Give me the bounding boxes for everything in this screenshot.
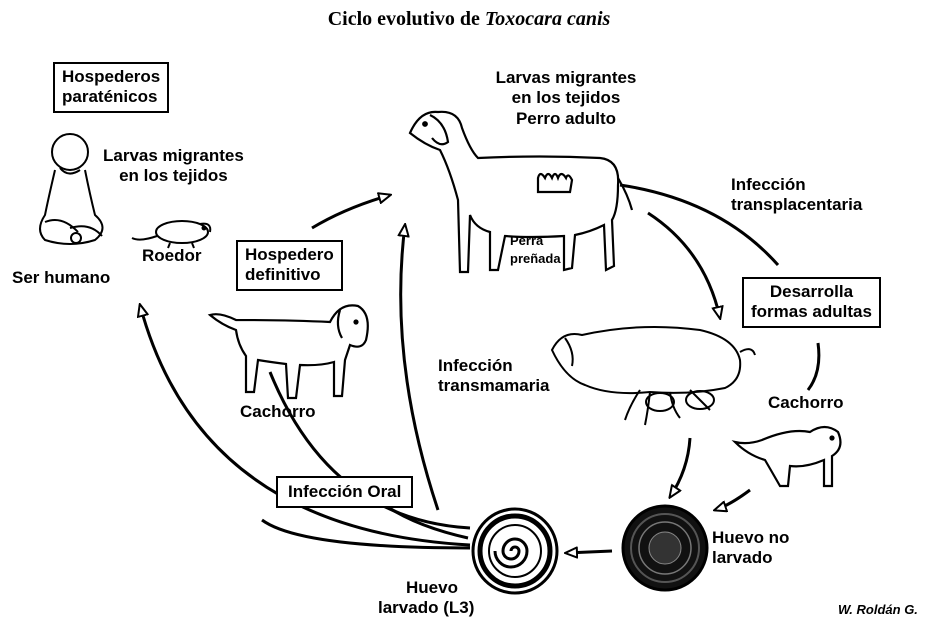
paratenic-hosts-line-1: Hospederos — [62, 67, 161, 86]
transmammary-line-1: Infección — [438, 356, 513, 375]
diagram-title: Ciclo evolutivo de Toxocara canis — [0, 8, 938, 31]
larvae-migrating-human-label: Larvas migrantes en los tejidos — [103, 146, 244, 187]
arrow-to-definitive-host — [311, 195, 390, 230]
title-prefix: Ciclo evolutivo de — [327, 8, 485, 30]
author-credit: W. Roldán G. — [838, 602, 918, 617]
adult-dog-icon — [408, 110, 634, 274]
larvae-human-line-2: en los tejidos — [119, 166, 228, 186]
develops-adults-line-1: Desarrolla — [769, 282, 854, 301]
paratenic-hosts-box: Hospederos paraténicos — [53, 62, 170, 113]
egg-larvated-icon — [471, 507, 559, 595]
larvae-dog-line-2: en los tejidos — [511, 88, 621, 108]
arrow-egg-to-egg — [566, 551, 613, 553]
puppy-left-label: Cachorro — [240, 402, 316, 421]
arrow-egg-to-dog — [401, 225, 440, 511]
transplacental-label: Infección transplacentaria — [731, 175, 862, 216]
develops-adults-box: Desarrolla formas adultas — [742, 277, 881, 328]
larvae-migrating-dog-label: Larvas migrantes en los tejidos Perro ad… — [478, 68, 654, 129]
arrow-transplacental — [619, 183, 780, 266]
egg-larvated-line-1: Huevo — [406, 578, 458, 597]
transplacental-line-1: Infección — [731, 175, 806, 194]
puppy-right-label: Cachorro — [768, 393, 844, 412]
puppy-right-icon — [731, 425, 842, 488]
title-species: Toxocara canis — [484, 8, 611, 30]
rodent-label: Roedor — [142, 246, 202, 265]
arrow-egg-to-human — [140, 305, 471, 547]
pregnant-dog-line-2: preñada — [510, 250, 561, 266]
human-child-icon — [39, 133, 104, 245]
arrow-puppy-to-egg — [715, 488, 751, 510]
egg-unlarvated-line-2: larvado — [712, 548, 773, 568]
egg-unlarvated-label: Huevo no larvado — [712, 528, 789, 569]
pregnant-dog-label: Perra preñada — [510, 232, 561, 267]
definitive-host-line-2: definitivo — [245, 265, 321, 285]
arrow-puppies-to-egg — [670, 437, 692, 497]
nursing-dog-icon — [550, 325, 756, 426]
egg-unlarvated-line-1: Huevo no — [712, 528, 790, 547]
oral-infection-text: Infección Oral — [288, 482, 402, 501]
larvae-dog-line-3: Perro adulto — [515, 108, 617, 128]
oral-infection-box: Infección Oral — [276, 476, 414, 509]
definitive-host-box: Hospedero definitivo — [236, 240, 343, 291]
develops-adults-line-2: formas adultas — [751, 302, 872, 322]
egg-larvated-line-2: larvado (L3) — [378, 598, 475, 618]
egg-unlarvated-icon — [621, 504, 709, 592]
paratenic-hosts-line-2: paraténicos — [62, 87, 158, 107]
pregnant-dog-line-1: Perra — [510, 233, 544, 248]
larvae-dog-line-1: Larvas migrantes — [495, 68, 637, 87]
larvae-human-line-1: Larvas migrantes — [103, 146, 244, 165]
transplacental-line-2: transplacentaria — [731, 195, 863, 215]
transmammary-line-2: transmamaria — [438, 376, 550, 396]
definitive-host-line-1: Hospedero — [245, 245, 334, 264]
transmammary-label: Infección transmamaria — [438, 356, 550, 397]
puppy-left-icon — [207, 304, 369, 400]
arrow-oral-line-2 — [261, 518, 471, 550]
egg-larvated-label: Huevo larvado (L3) — [378, 578, 474, 619]
human-label: Ser humano — [12, 268, 111, 287]
arrow-right-arc — [806, 342, 821, 391]
arrow-dog-to-puppies — [647, 211, 720, 318]
rodent-icon — [131, 220, 212, 249]
